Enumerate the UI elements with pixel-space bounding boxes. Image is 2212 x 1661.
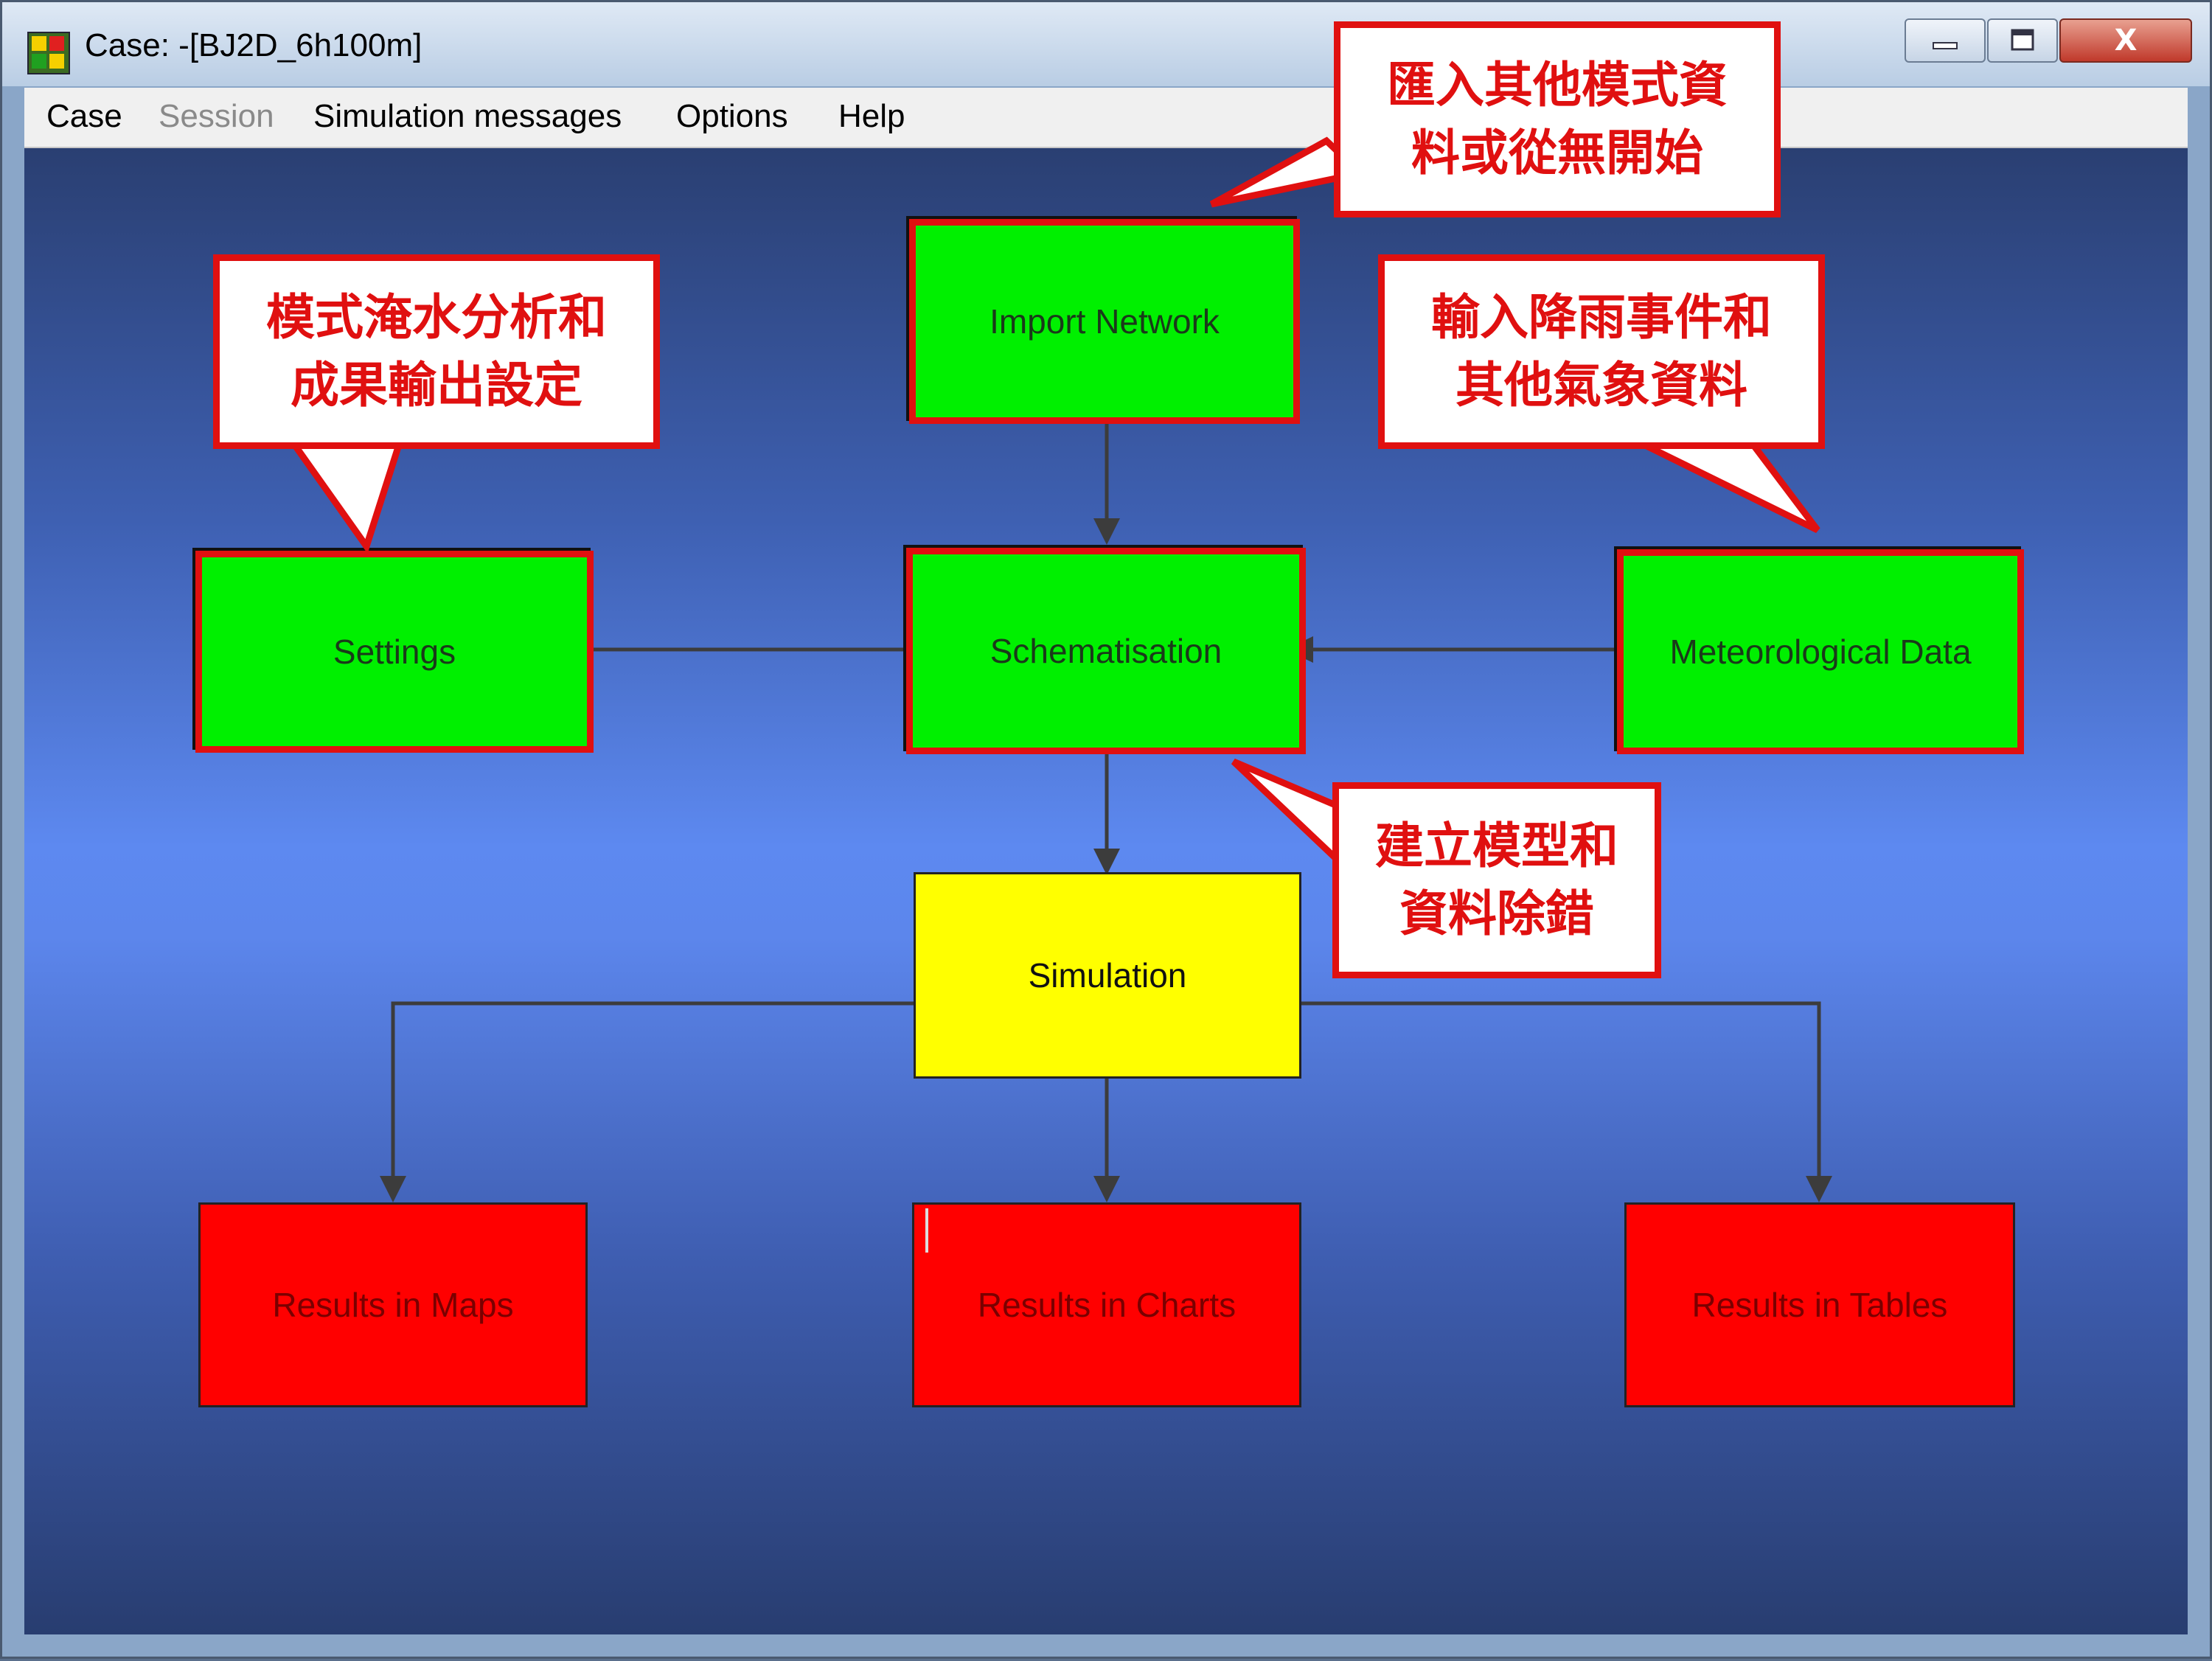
maximize-icon bbox=[2011, 29, 2034, 51]
arrowhead-schematisation-top bbox=[1093, 518, 1120, 545]
annotation-settings: 模式淹水分析和 成果輸出設定 bbox=[213, 254, 660, 449]
menu-simulation-messages[interactable]: Simulation messages bbox=[313, 98, 622, 134]
arrowhead-charts-top bbox=[1093, 1176, 1120, 1202]
menu-bar: Case Session Simulation messages Options… bbox=[24, 88, 2188, 148]
menu-session[interactable]: Session bbox=[159, 98, 274, 134]
results-in-charts-button[interactable]: Results in Charts bbox=[912, 1202, 1301, 1407]
settings-label: Settings bbox=[333, 633, 456, 671]
meteorological-data-label: Meteorological Data bbox=[1669, 633, 1972, 671]
callout-tail-meteo bbox=[1633, 436, 1820, 534]
annotation-import-network: 匯入其他模式資 料或從無開始 bbox=[1334, 21, 1781, 217]
import-network-label: Import Network bbox=[990, 302, 1220, 341]
workflow-canvas: Import Network Settings Schematisation M… bbox=[24, 148, 2188, 1634]
arrowhead-tables-top bbox=[1806, 1176, 1832, 1202]
annotation-meteorological-data: 輸入降雨事件和 其他氣象資料 bbox=[1378, 254, 1825, 449]
app-icon[interactable] bbox=[27, 32, 70, 74]
menu-help[interactable]: Help bbox=[838, 98, 905, 134]
callout-tail-schematisation bbox=[1231, 758, 1348, 874]
schematisation-label: Schematisation bbox=[990, 632, 1222, 670]
close-button[interactable]: X bbox=[2059, 18, 2192, 63]
minimize-icon bbox=[1933, 42, 1958, 49]
arrowhead-maps-top bbox=[380, 1176, 406, 1202]
maximize-button[interactable] bbox=[1987, 18, 2058, 63]
settings-button[interactable]: Settings bbox=[195, 551, 594, 753]
connector-simulation-to-maps bbox=[391, 1001, 914, 1182]
text-cursor bbox=[925, 1208, 928, 1253]
simulation-button[interactable]: Simulation bbox=[914, 872, 1301, 1079]
results-in-tables-button[interactable]: Results in Tables bbox=[1624, 1202, 2015, 1407]
workflow-connectors bbox=[380, 424, 1832, 1202]
menu-options[interactable]: Options bbox=[676, 98, 788, 134]
annotation-schematisation: 建立模型和 資料除錯 bbox=[1332, 782, 1661, 978]
results-in-maps-button[interactable]: Results in Maps bbox=[198, 1202, 588, 1407]
results-in-tables-label: Results in Tables bbox=[1691, 1286, 1948, 1324]
close-icon: X bbox=[2114, 24, 2138, 58]
callout-tail-settings bbox=[285, 436, 406, 554]
meteorological-data-button[interactable]: Meteorological Data bbox=[1617, 549, 2024, 754]
window-title: Case: -[BJ2D_6h100m] bbox=[85, 27, 422, 63]
results-in-charts-label: Results in Charts bbox=[977, 1286, 1237, 1324]
connector-simulation-to-tables bbox=[1300, 1001, 1821, 1182]
schematisation-button[interactable]: Schematisation bbox=[906, 548, 1306, 754]
import-network-button[interactable]: Import Network bbox=[909, 219, 1300, 424]
simulation-label: Simulation bbox=[1028, 956, 1187, 995]
results-in-maps-label: Results in Maps bbox=[272, 1286, 514, 1324]
minimize-button[interactable] bbox=[1905, 18, 1986, 63]
title-bar[interactable]: Case: -[BJ2D_6h100m] X bbox=[2, 2, 2210, 86]
menu-case[interactable]: Case bbox=[46, 98, 122, 134]
arrowhead-simulation-top bbox=[1093, 849, 1120, 875]
